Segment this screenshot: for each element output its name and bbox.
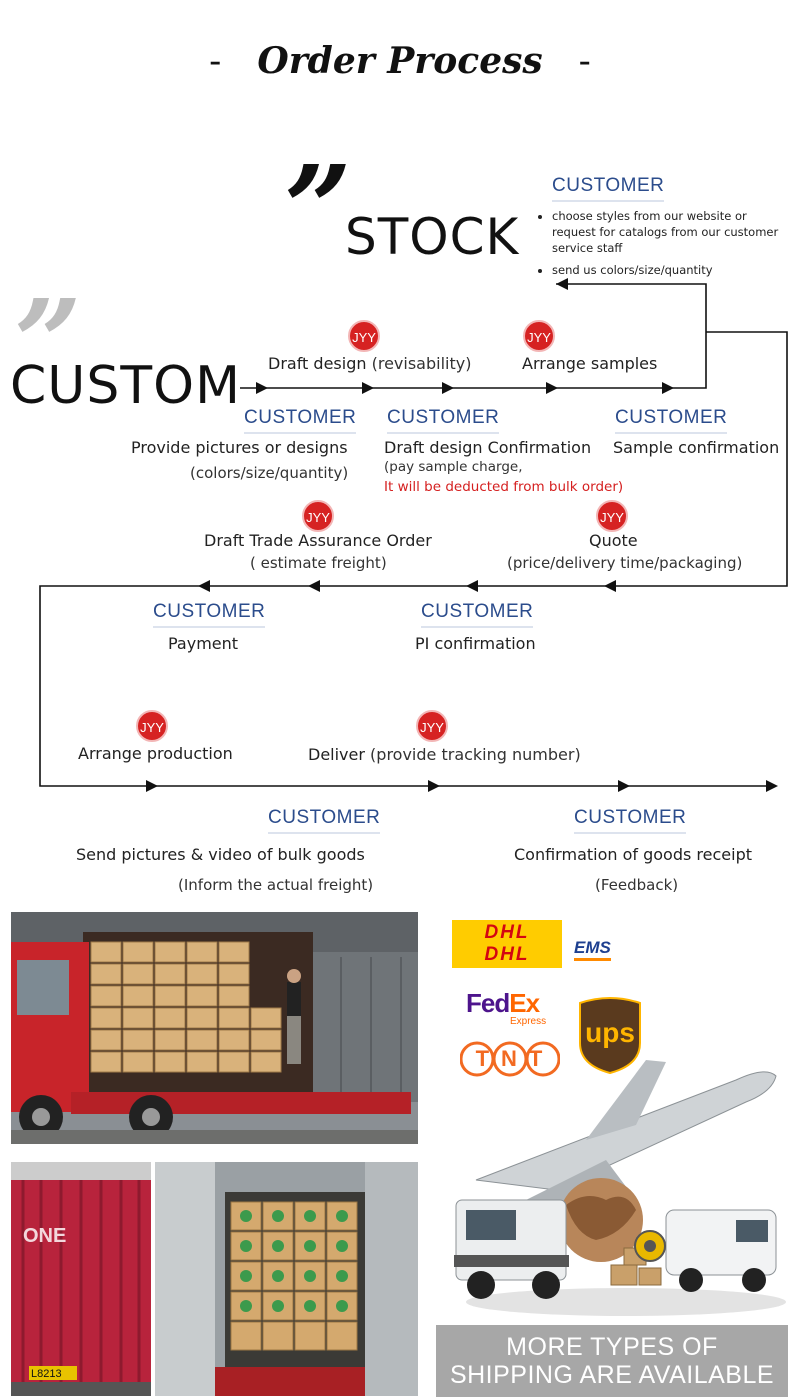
step-draft-design: Draft design (revisability)	[268, 354, 471, 373]
jyy-badge-deliver: JYY	[416, 710, 448, 742]
stock-bullet-1: choose styles from our website or reques…	[552, 208, 794, 256]
shipping-banner: MORE TYPES OF SHIPPING ARE AVAILABLE	[436, 1325, 788, 1397]
customer-label-payment: CUSTOMER	[153, 601, 266, 628]
tnt-logo: TNT	[459, 1040, 561, 1078]
step-pay-sample: (pay sample charge,	[384, 459, 523, 475]
customer-label-draft-confirmation: CUSTOMER	[387, 407, 500, 434]
deliver-text: Deliver	[308, 745, 365, 764]
step-estimate-freight: ( estimate freight)	[250, 554, 387, 572]
truck-plate-text: L8213	[31, 1368, 62, 1380]
arrow-row2-3	[308, 580, 320, 592]
step-arrange-samples: Arrange samples	[522, 354, 658, 373]
stock-quote-mark: ”	[284, 139, 352, 278]
page-title: -Order Process-	[0, 40, 800, 82]
ups-logo-text: ups	[585, 1017, 635, 1048]
step-draft-trade: Draft Trade Assurance Order	[204, 531, 432, 550]
step-quote: Quote	[589, 531, 638, 550]
draft-design-text: Draft design	[268, 354, 367, 373]
ups-shield-shape	[579, 997, 641, 1075]
jyy-badge-arrange-samples: JYY	[523, 320, 555, 352]
title-dash-left: -	[209, 41, 222, 82]
red-container-photo: ONE L8213	[11, 1162, 151, 1396]
jyy-badge-draft-design: JYY	[348, 320, 380, 352]
customer-label-receipt: CUSTOMER	[574, 807, 687, 834]
stock-bullet-2: send us colors/size/quantity	[552, 262, 794, 278]
fedex-express-text: Express	[510, 1016, 547, 1027]
container-one-text: ONE	[23, 1225, 66, 1247]
shipping-illustration	[436, 1040, 788, 1322]
arrow-row2-1	[604, 580, 616, 592]
dhl-logo: DHL DHL	[452, 920, 562, 968]
jyy-badge-production: JYY	[136, 710, 168, 742]
step-quote-note: (price/delivery time/packaging)	[507, 554, 743, 572]
fedex-fed-text: Fed	[466, 988, 510, 1018]
right-connector-line	[39, 331, 788, 787]
step-sample-confirmation: Sample confirmation	[613, 438, 780, 457]
arrow-row1-5	[662, 382, 674, 394]
custom-label: CUSTOM	[10, 356, 241, 416]
truck-loading-photo	[11, 912, 418, 1144]
title-text: Order Process	[257, 40, 543, 82]
ems-logo: EMS	[574, 938, 611, 961]
step-provide-pictures-note: (colors/size/quantity)	[190, 464, 349, 482]
arrow-row2-2	[466, 580, 478, 592]
tnt-logo-shape	[459, 1041, 561, 1077]
step-feedback: (Feedback)	[595, 876, 679, 894]
arrow-row3-4	[766, 780, 778, 792]
stock-bullet-list: choose styles from our website or reques…	[538, 208, 794, 284]
banner-line-1: MORE TYPES OF	[506, 1333, 718, 1361]
dhl-logo-text-2: DHL	[484, 944, 530, 965]
tnt-logo-text: TNT	[475, 1046, 555, 1071]
stock-customer-label: CUSTOMER	[552, 175, 665, 202]
step-confirmation-receipt: Confirmation of goods receipt	[514, 845, 753, 864]
step-pi-confirmation: PI confirmation	[415, 634, 536, 653]
arrow-row1-2	[362, 382, 374, 394]
arrow-row3-1	[146, 780, 158, 792]
jyy-badge-quote: JYY	[596, 500, 628, 532]
draft-design-note: (revisability)	[371, 354, 472, 373]
fedex-logo: FedEx	[466, 988, 540, 1019]
arrow-row1-4	[546, 382, 558, 394]
customer-label-send-pictures: CUSTOMER	[268, 807, 381, 834]
container-loaded-photo	[155, 1162, 418, 1396]
customer-label-pi: CUSTOMER	[421, 601, 534, 628]
title-dash-right: -	[578, 41, 591, 82]
step-send-pictures: Send pictures & video of bulk goods	[76, 845, 365, 864]
fedex-ex-text: Ex	[509, 988, 540, 1018]
deliver-note: (provide tracking number)	[370, 745, 581, 764]
arrow-row3-2	[428, 780, 440, 792]
arrow-row3-3	[618, 780, 630, 792]
step-arrange-production: Arrange production	[78, 744, 233, 763]
flow-diagram-lines	[39, 278, 788, 792]
stock-connector-line	[240, 283, 707, 389]
step-deducted-note: It will be deducted from bulk order)	[384, 479, 624, 495]
step-draft-confirmation: Draft design Confirmation	[384, 438, 592, 457]
customer-label-provide: CUSTOMER	[244, 407, 357, 434]
step-deliver: Deliver (provide tracking number)	[308, 745, 581, 764]
arrow-row1-3	[442, 382, 454, 394]
dhl-logo-text-1: DHL	[484, 922, 530, 943]
banner-line-2: SHIPPING ARE AVAILABLE	[449, 1361, 775, 1389]
step-send-pictures-note: (Inform the actual freight)	[178, 876, 374, 894]
jyy-badge-draft-trade: JYY	[302, 500, 334, 532]
ups-logo: ups	[577, 995, 643, 1075]
step-payment: Payment	[168, 634, 239, 653]
stock-label: STOCK	[345, 208, 520, 266]
customer-label-sample-confirmation: CUSTOMER	[615, 407, 728, 434]
step-provide-pictures: Provide pictures or designs	[131, 438, 348, 457]
custom-quote-mark: ”	[14, 273, 82, 412]
arrow-row2-4	[198, 580, 210, 592]
arrow-row1-1	[256, 382, 268, 394]
arrow-stock	[556, 278, 568, 290]
